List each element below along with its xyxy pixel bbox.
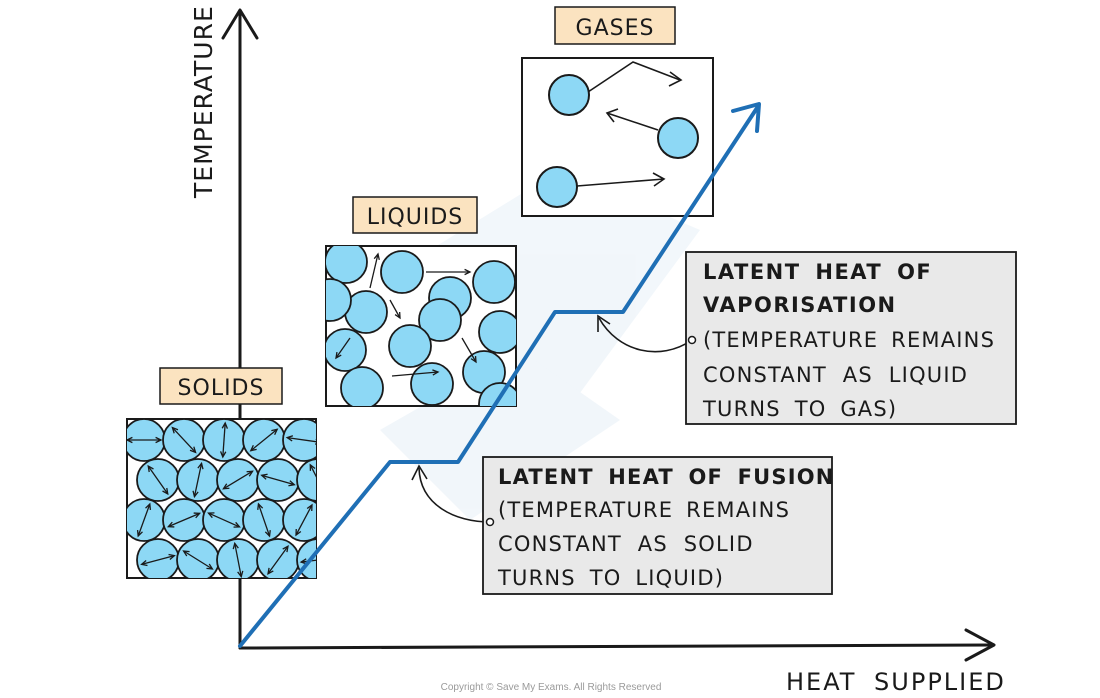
heating-curve-arrowhead — [731, 102, 761, 133]
liquids-box — [325, 245, 517, 407]
gases-label-text: GASES — [576, 16, 655, 41]
vaporisation-title-2: VAPORISATION — [703, 293, 897, 317]
solid-particle — [176, 538, 220, 578]
liquid-particle — [410, 362, 454, 406]
solid-particle — [162, 419, 206, 462]
fusion-title: LATENT HEAT OF FUSION — [498, 465, 835, 489]
vaporisation-line-2: CONSTANT AS LIQUID — [703, 363, 968, 387]
solids-label-text: SOLIDS — [178, 376, 265, 401]
solid-particle — [296, 538, 316, 578]
solid-particle — [296, 458, 316, 502]
gas-particle-3 — [536, 166, 666, 208]
solid-particle — [256, 538, 300, 578]
vaporisation-title-1: LATENT HEAT OF — [703, 260, 932, 284]
solid-particle — [162, 498, 206, 542]
heating-curve-line — [238, 106, 759, 648]
vaporisation-line-1: (TEMPERATURE REMAINS — [703, 328, 995, 352]
solid-particle — [242, 419, 286, 462]
heating-curve — [238, 102, 761, 648]
solids-label: SOLIDS — [159, 367, 283, 405]
liquid-particle — [418, 298, 462, 342]
watermark — [380, 170, 700, 520]
fusion-line-1: (TEMPERATURE REMAINS — [498, 498, 790, 522]
fusion-line-2: CONSTANT AS SOLID — [498, 532, 754, 556]
liquid-particle — [478, 310, 516, 354]
solid-particle — [202, 498, 246, 542]
vaporisation-line-3: TURNS TO GAS) — [702, 397, 897, 421]
liquid-particle — [340, 366, 384, 406]
liquid-particle — [472, 260, 516, 304]
gases-box — [521, 57, 714, 217]
y-axis-arrowhead — [221, 8, 259, 40]
liquids-particles — [326, 246, 516, 406]
solids-box — [126, 418, 317, 579]
liquid-particle — [380, 250, 424, 294]
liquid-particle — [326, 246, 368, 284]
solid-particle — [216, 458, 260, 502]
gas-particle-1 — [548, 61, 683, 116]
liquids-label-text: LIQUIDS — [367, 205, 464, 230]
vaporisation-callout: LATENT HEAT OF VAPORISATION (TEMPERATURE… — [597, 251, 1017, 425]
solid-particle — [282, 419, 316, 462]
x-axis — [238, 643, 994, 650]
solids-particles — [127, 419, 316, 578]
solid-particle — [136, 538, 180, 578]
solid-particle — [282, 498, 316, 542]
gas-particle-2 — [605, 108, 699, 159]
solid-particle — [176, 458, 220, 502]
solid-particle — [216, 538, 260, 578]
x-axis-label: HEAT SUPPLIED — [786, 668, 1006, 696]
solid-particle — [136, 458, 180, 502]
solid-particle — [127, 419, 166, 462]
solid-particle — [127, 498, 166, 542]
fusion-callout: LATENT HEAT OF FUSION (TEMPERATURE REMAI… — [411, 456, 835, 595]
gases-label: GASES — [554, 6, 676, 45]
liquid-particle — [326, 328, 367, 372]
copyright-text: Copyright © Save My Exams. All Rights Re… — [441, 682, 662, 693]
x-axis-arrowhead — [964, 628, 996, 662]
liquid-particle — [326, 278, 352, 322]
solid-particle — [242, 498, 286, 542]
liquid-particle — [388, 324, 432, 368]
y-axis-label: TEMPERATURE — [189, 5, 218, 199]
liquids-label: LIQUIDS — [352, 196, 478, 234]
fusion-line-3: TURNS TO LIQUID) — [497, 566, 724, 590]
solid-particle — [256, 458, 300, 502]
solid-particle — [202, 419, 246, 462]
